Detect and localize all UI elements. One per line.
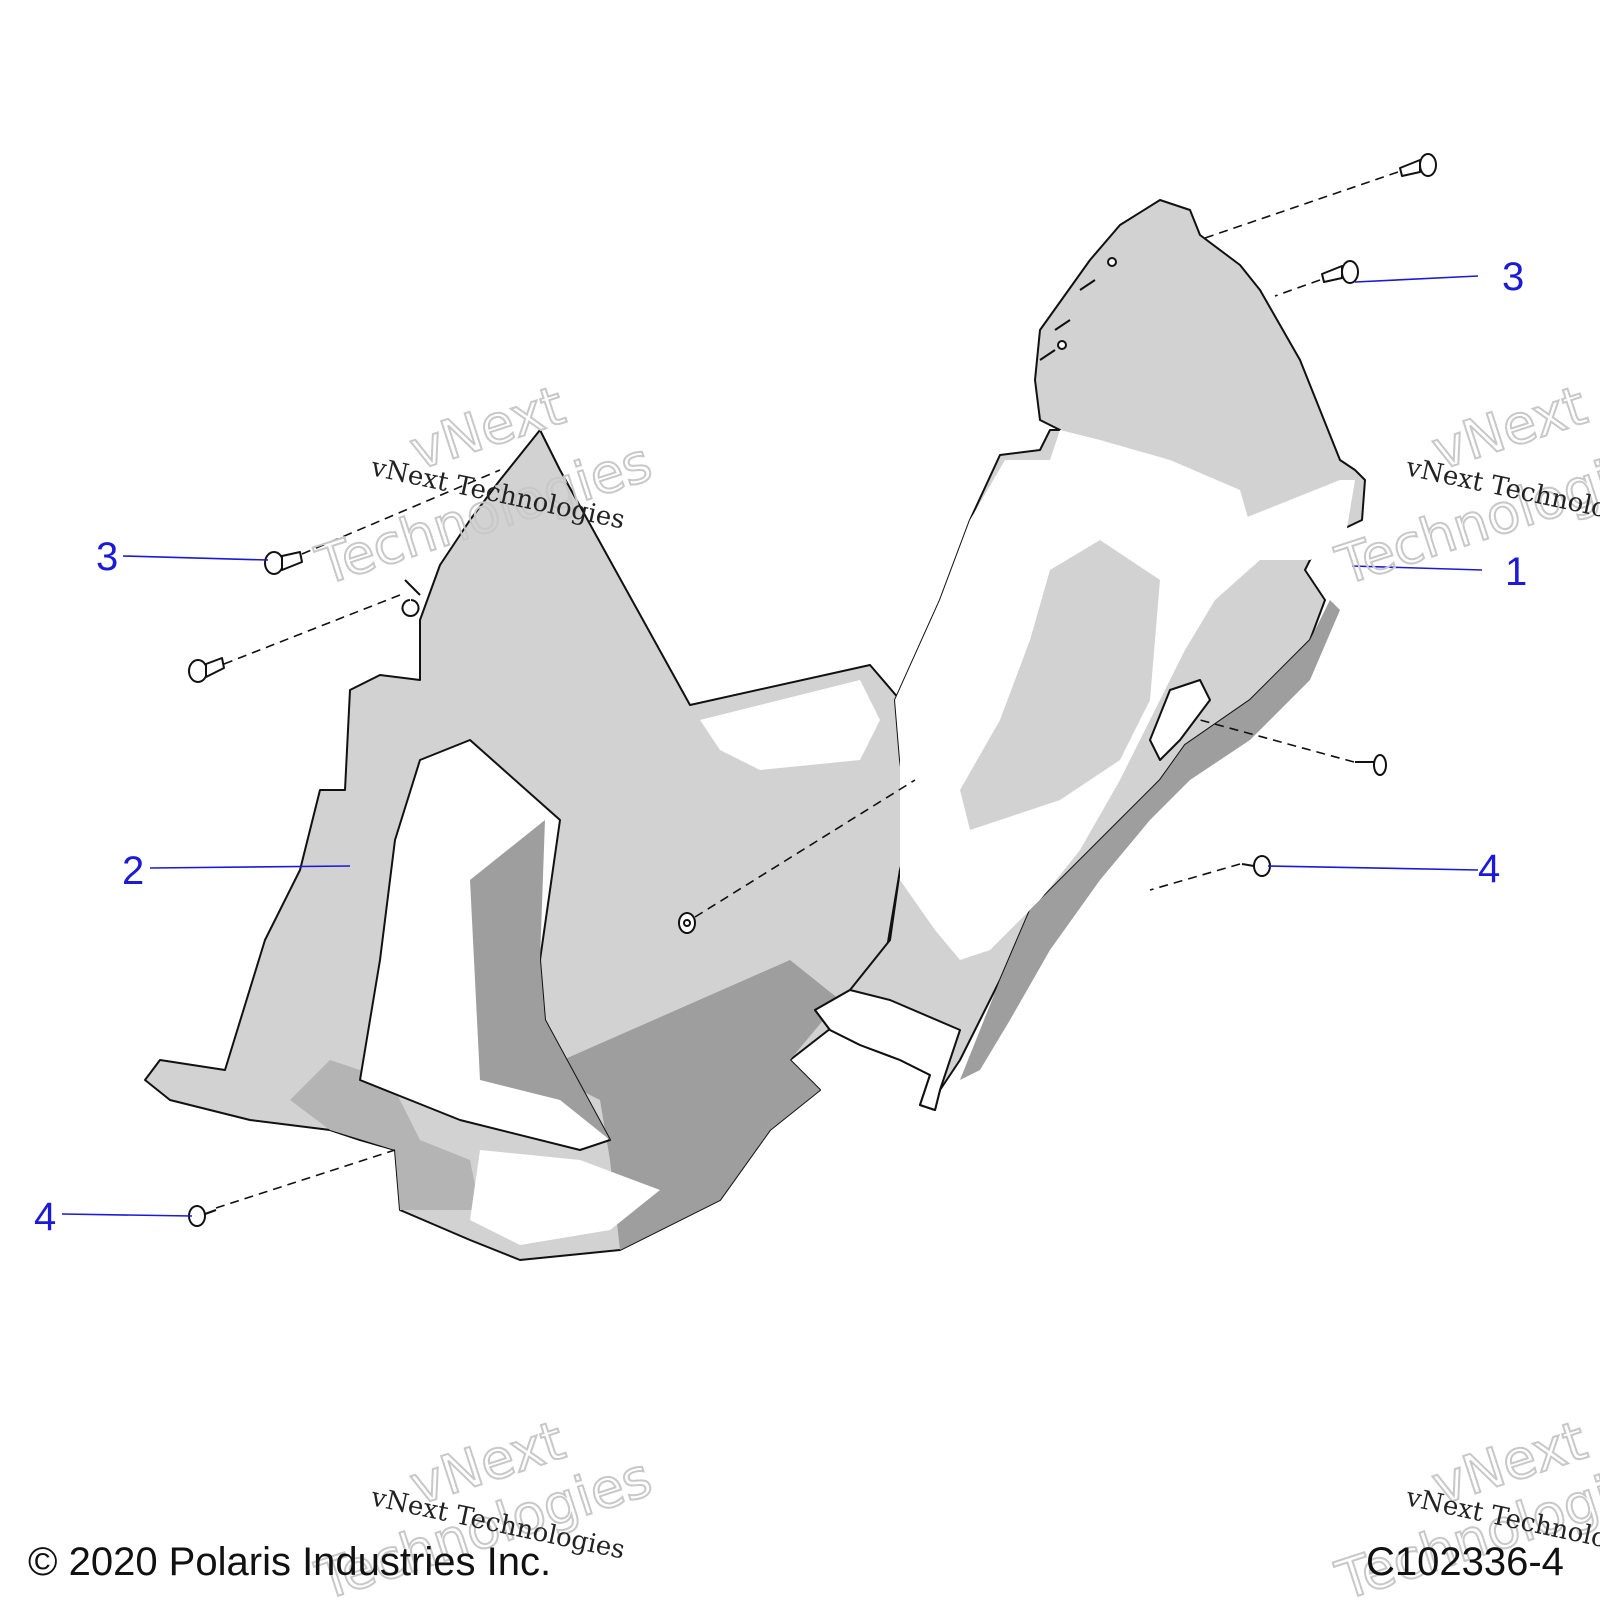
callout-2: 2: [122, 849, 144, 893]
watermark-top-right: vNext Technologies vNext Technologies: [1328, 373, 1600, 599]
callout-3: 3: [1502, 255, 1524, 299]
panel-part-2: [144, 429, 956, 1261]
fastener-set: [188, 153, 1437, 1227]
callout-4: 4: [34, 1195, 56, 1239]
diagram-id: C102336-4: [1366, 1540, 1564, 1584]
callout-1: 1: [1505, 550, 1527, 594]
screw-icon: [678, 912, 696, 934]
callout-leaders: [61, 275, 1483, 1217]
push-rivet-icon: [188, 657, 225, 683]
callout-4: 4: [1478, 847, 1500, 891]
push-rivet-icon: [1399, 153, 1437, 177]
screw-icon: [1241, 855, 1271, 877]
assembly-lines: [215, 171, 1399, 1209]
panel-part-1: [814, 199, 1366, 1111]
push-rivet-icon: [1321, 260, 1359, 284]
screw-icon: [1355, 754, 1387, 776]
push-rivet-icon: [264, 551, 303, 575]
screw-icon: [188, 1205, 217, 1227]
callout-3: 3: [96, 535, 118, 579]
copyright-notice: © 2020 Polaris Industries Inc.: [28, 1540, 552, 1584]
